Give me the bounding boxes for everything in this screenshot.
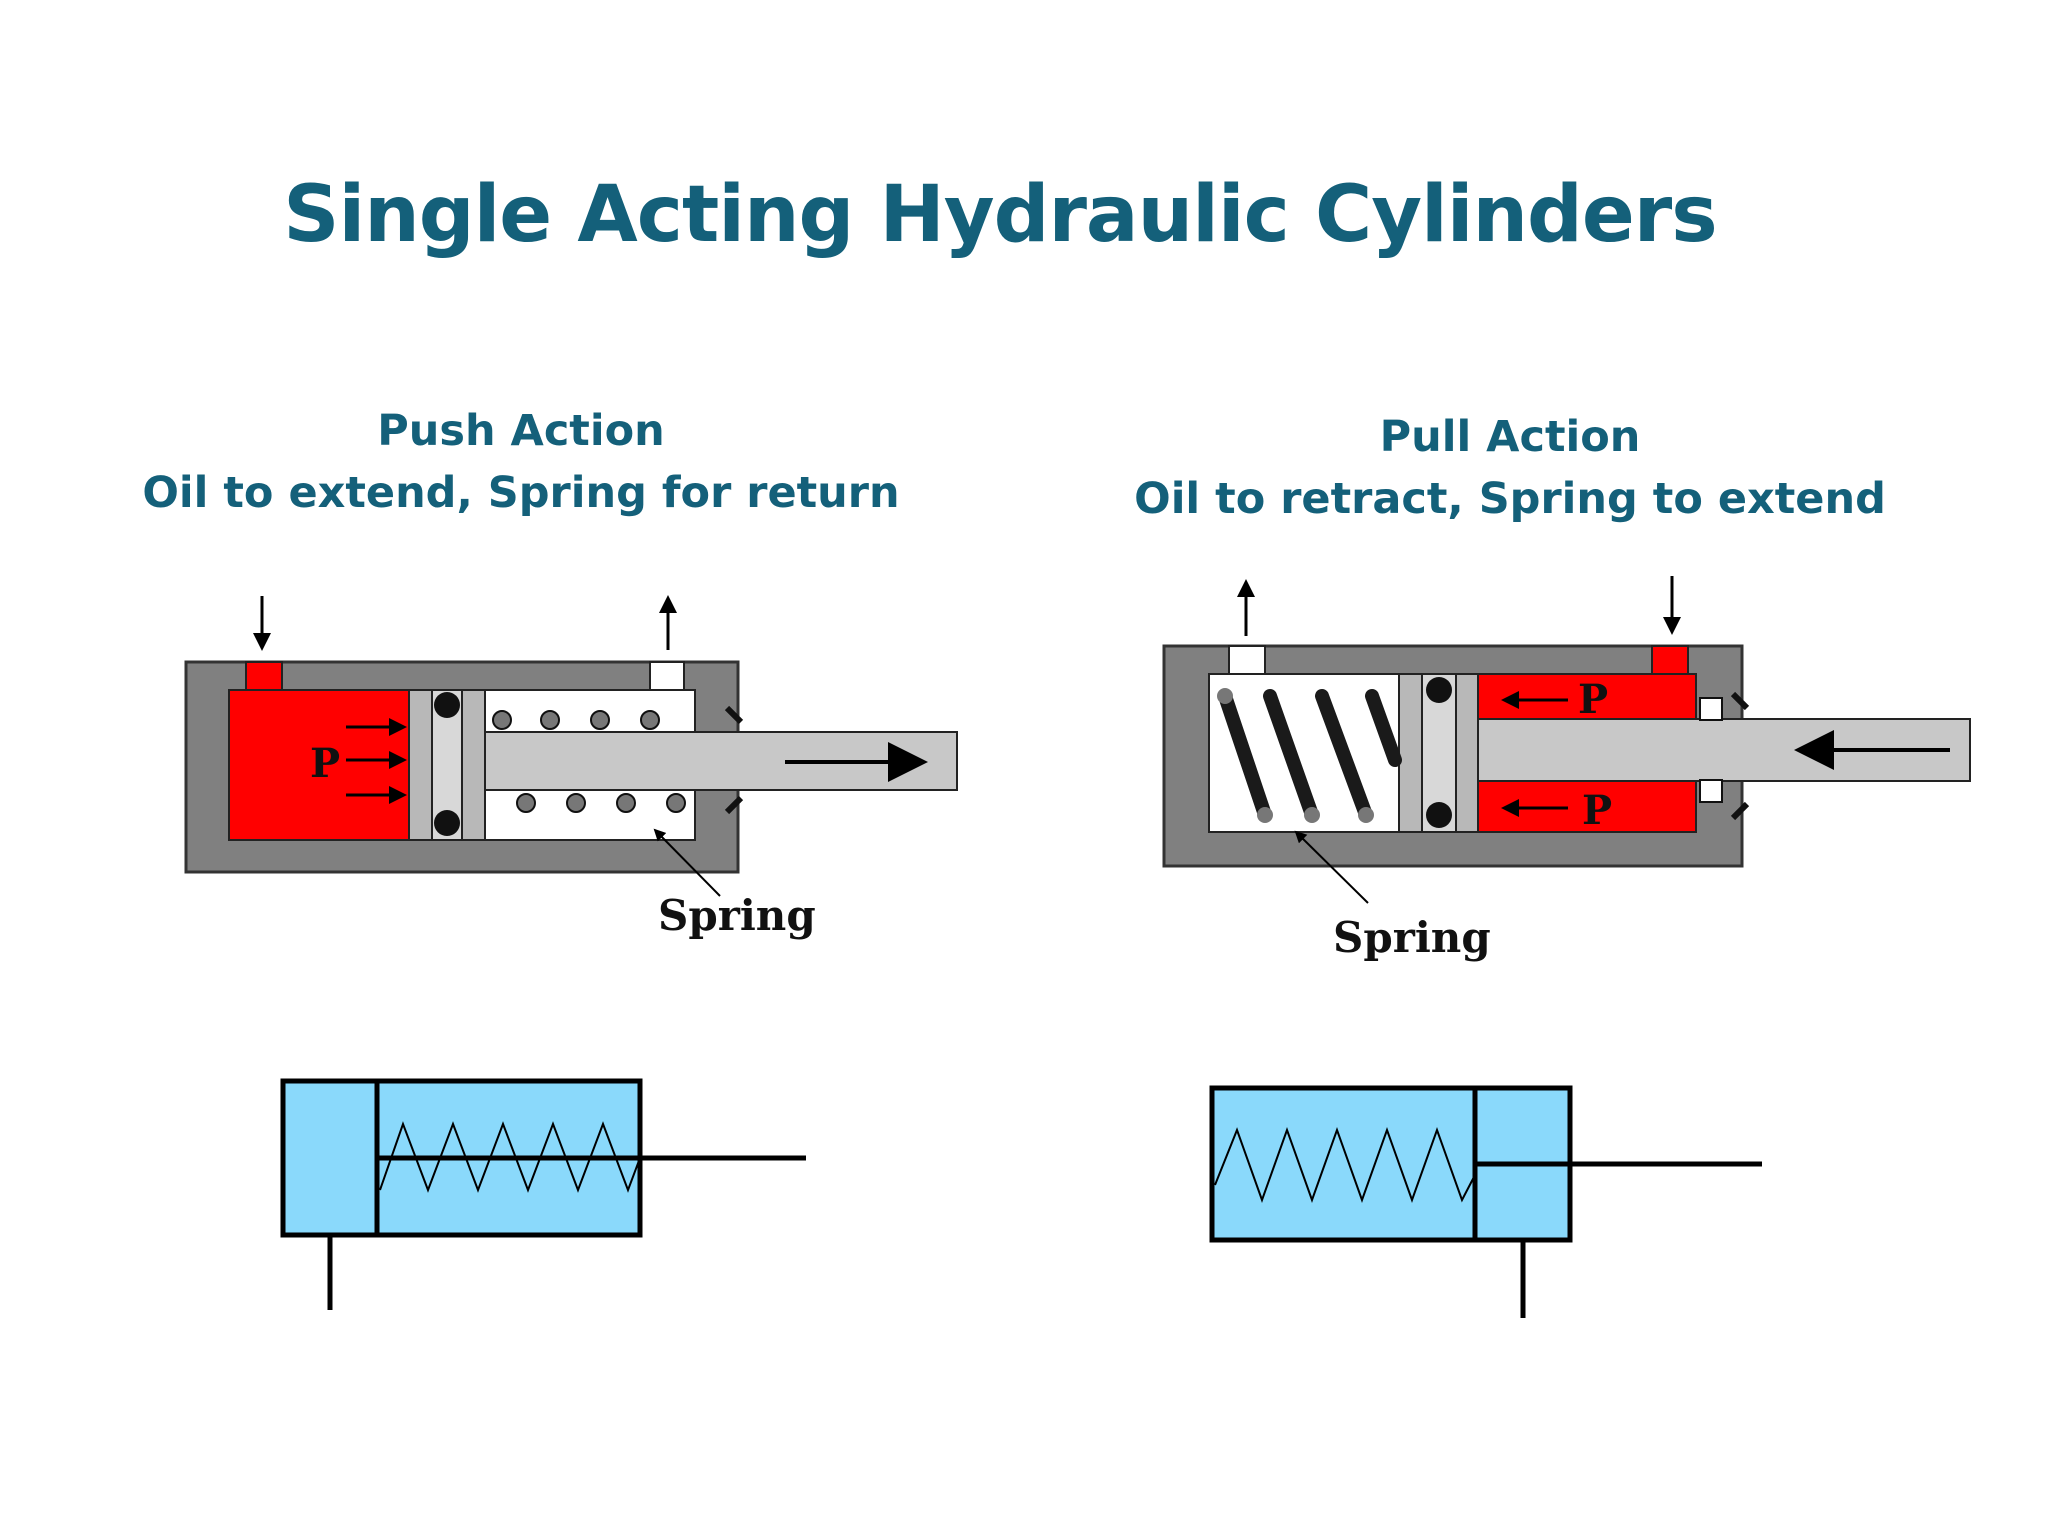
push-cylinder: P Spring <box>184 595 958 940</box>
pull-pressure-label-bottom: P <box>1582 787 1612 834</box>
push-symbol-spring <box>379 1121 641 1193</box>
pull-spring-label: Spring <box>1333 913 1491 962</box>
pull-inlet-port <box>1651 645 1689 675</box>
push-inlet-port <box>245 661 283 691</box>
pull-action-description: Oil to retract, Spring to extend <box>1134 474 1886 524</box>
push-cylinder-symbol <box>280 1078 806 1310</box>
push-action-heading: Push Action <box>377 406 665 456</box>
push-piston-seal <box>434 810 460 836</box>
slide-title: Single Acting Hydraulic Cylinders <box>283 170 1717 260</box>
arrow-right-icon <box>346 718 407 804</box>
pull-action-heading: Pull Action <box>1379 412 1641 462</box>
push-pressure-label: P <box>310 740 340 787</box>
pull-cylinder: P P Spring <box>1162 576 1971 962</box>
pull-spring <box>1217 688 1402 823</box>
pull-piston-seal <box>1426 802 1452 828</box>
pull-symbol-spring <box>1214 1127 1476 1203</box>
pull-cylinder-symbol <box>1209 1085 1762 1318</box>
pull-piston-seal <box>1426 677 1452 703</box>
push-piston-seal <box>434 692 460 718</box>
pull-action-caption: Pull Action Oil to retract, Spring to ex… <box>1060 406 1960 530</box>
push-action-caption: Push Action Oil to extend, Spring for re… <box>71 400 971 524</box>
push-vent-port <box>649 661 685 691</box>
pull-pressure-label-top: P <box>1578 676 1608 723</box>
push-spring <box>492 710 686 813</box>
pull-vent-port <box>1228 645 1266 675</box>
push-action-description: Oil to extend, Spring for return <box>142 468 900 518</box>
push-spring-label: Spring <box>658 891 816 940</box>
